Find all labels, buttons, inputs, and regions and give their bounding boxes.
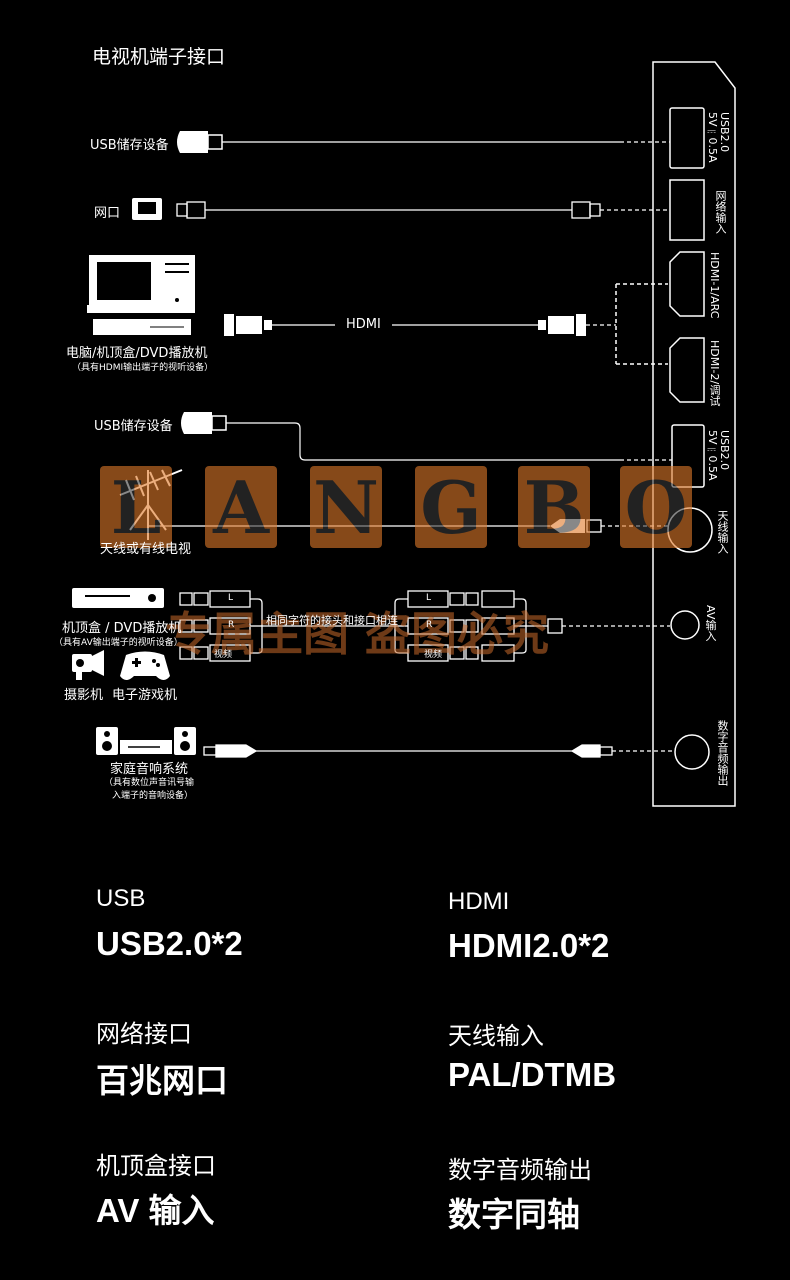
port-label-lan: 网络输入 bbox=[714, 190, 727, 234]
plug-label-video-2: 视频 bbox=[424, 650, 443, 660]
port-label-hdmi2: HDMI-2/调试 bbox=[708, 340, 721, 407]
spec-title: HDMI bbox=[448, 888, 510, 915]
page-title: 电视机端子接口 bbox=[92, 46, 226, 68]
plug-label-video: 视频 bbox=[214, 650, 233, 660]
hdmi-plug-right-icon bbox=[538, 314, 586, 336]
port-label-av: AV输入 bbox=[704, 605, 717, 642]
watermark-letter: G bbox=[415, 465, 487, 550]
label-camera: 摄影机 bbox=[64, 688, 104, 703]
port-label-antenna: 天线输入 bbox=[716, 510, 729, 554]
port-label-usb-a: USB2.0 bbox=[718, 112, 731, 153]
spec-value: USB2.0*2 bbox=[96, 925, 243, 962]
port-label-hdmi1: HDMI-1/ARC bbox=[708, 252, 721, 319]
label-usb-storage-1: USB储存设备 bbox=[90, 138, 169, 153]
gamepad-icon bbox=[120, 651, 170, 680]
port-label-usb-b: USB2.0 bbox=[718, 430, 731, 471]
port-digital bbox=[674, 734, 710, 770]
label-usb-storage-2: USB储存设备 bbox=[94, 419, 173, 434]
rca-plugs-left bbox=[179, 590, 563, 662]
port-label-usb-b-power: 5V⎓0.5A bbox=[706, 430, 719, 481]
connection-diagram bbox=[72, 61, 736, 807]
port-hdmi2 bbox=[669, 337, 705, 403]
coax-plug-audio-right-icon bbox=[570, 744, 613, 758]
speaker-right-icon bbox=[174, 727, 196, 755]
label-pc-note: （具有HDMI输出端子的视听设备） bbox=[72, 363, 214, 373]
spec-title: USB bbox=[96, 885, 146, 912]
watermark-line: 专属主图 盗图必究 bbox=[165, 607, 550, 661]
lan-plug-left-icon bbox=[176, 201, 206, 219]
spec-title: 数字音频输出 bbox=[448, 1157, 592, 1184]
label-audio-note-2: 入端子的音响设备） bbox=[112, 791, 194, 801]
computer-icon bbox=[87, 255, 195, 335]
usb-plug-2-icon bbox=[181, 412, 227, 434]
amplifier-icon bbox=[120, 740, 172, 754]
plug-label-r: R bbox=[228, 620, 235, 630]
watermark-letter: B bbox=[518, 465, 590, 550]
port-av bbox=[670, 610, 700, 640]
watermark-letter: O bbox=[620, 465, 692, 550]
camcorder-icon bbox=[72, 650, 104, 680]
hdmi-plug-left-icon bbox=[224, 314, 272, 336]
speaker-left-icon bbox=[96, 727, 118, 755]
spec-value: PAL/DTMB bbox=[448, 1056, 617, 1093]
label-av-note: （具有AV输出端子的视听设备） bbox=[54, 638, 183, 648]
watermark-letter: A bbox=[205, 465, 277, 550]
port-usb-a bbox=[669, 107, 705, 169]
port-lan bbox=[669, 179, 705, 241]
label-lan: 网口 bbox=[94, 206, 121, 221]
label-av-source: 机顶盒 / DVD播放机 bbox=[62, 621, 182, 636]
tv-side-panel bbox=[652, 61, 736, 807]
spec-value: 数字同轴 bbox=[448, 1196, 580, 1233]
watermark-letter: L bbox=[100, 465, 172, 550]
port-label-usb-a-power: 5V⎓0.5A bbox=[706, 112, 719, 163]
spec-title: 网络接口 bbox=[96, 1021, 192, 1048]
plug-label-r-2: R bbox=[426, 620, 433, 630]
label-av-note2: 相同字符的接头和接口相连 bbox=[266, 614, 398, 627]
usb-plug-1-icon bbox=[177, 131, 223, 153]
port-label-digital: 数字音频输出 bbox=[716, 720, 729, 786]
label-game: 电子游戏机 bbox=[112, 688, 178, 703]
plug-label-l: L bbox=[228, 593, 234, 603]
watermark-letter: N bbox=[310, 465, 382, 550]
lan-plug-right-icon bbox=[571, 201, 601, 219]
label-audio-note-1: （具有数位声音讯号输 bbox=[104, 778, 195, 788]
spec-value: 百兆网口 bbox=[96, 1062, 228, 1099]
spec-title: 机顶盒接口 bbox=[96, 1153, 216, 1180]
coax-plug-audio-left-icon bbox=[203, 744, 258, 758]
port-hdmi1 bbox=[669, 251, 705, 317]
spec-value: AV 输入 bbox=[96, 1192, 215, 1229]
spec-value: HDMI2.0*2 bbox=[448, 927, 610, 964]
dvd-player-icon bbox=[72, 588, 164, 608]
label-audio-system: 家庭音响系统 bbox=[110, 762, 189, 777]
label-pc: 电脑/机顶盒/DVD播放机 bbox=[66, 346, 208, 361]
spec-title: 天线输入 bbox=[448, 1023, 544, 1050]
plug-label-l-2: L bbox=[426, 593, 432, 603]
label-hdmi-cable: HDMI bbox=[346, 317, 381, 332]
label-antenna: 天线或有线电视 bbox=[100, 542, 192, 557]
